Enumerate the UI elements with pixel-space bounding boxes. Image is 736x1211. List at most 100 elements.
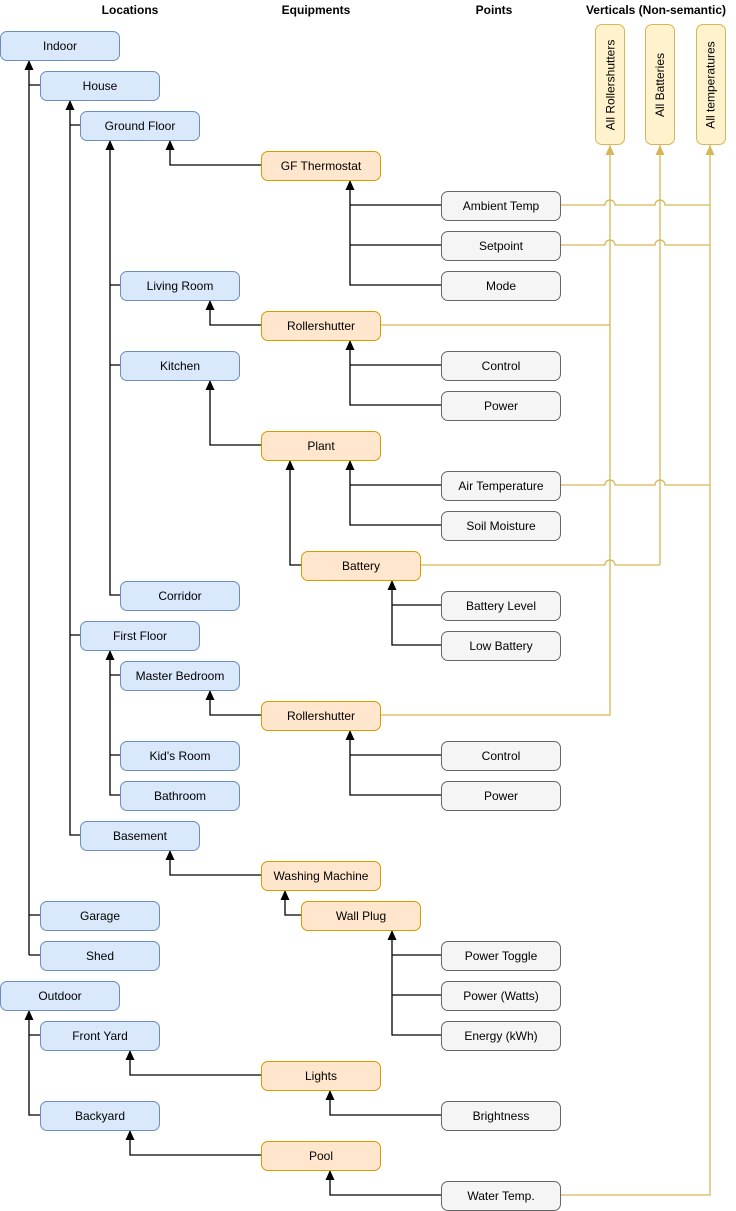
equipment-plant-label: Plant xyxy=(307,439,335,453)
equipment-rollershutter-living-label: Rollershutter xyxy=(286,319,356,333)
point-battery-level[interactable]: Battery Level xyxy=(441,591,561,621)
location-front-yard[interactable]: Front Yard xyxy=(40,1021,160,1051)
vertical-all-batteries[interactable]: All Batteries xyxy=(645,24,675,145)
point-power-watts[interactable]: Power (Watts) xyxy=(441,981,561,1011)
location-corridor[interactable]: Corridor xyxy=(120,581,240,611)
point-mode-label: Mode xyxy=(485,279,517,293)
vertical-line-rollershutters xyxy=(381,145,611,716)
equipment-lights-label: Lights xyxy=(304,1069,338,1083)
equipment-wall-plug[interactable]: Wall Plug xyxy=(301,901,421,931)
point-ambient-temp[interactable]: Ambient Temp xyxy=(441,191,561,221)
location-master-bedroom[interactable]: Master Bedroom xyxy=(120,661,240,691)
point-power-bedroom[interactable]: Power xyxy=(441,781,561,811)
equipment-wall-plug-label: Wall Plug xyxy=(335,909,387,923)
point-control-bedroom[interactable]: Control xyxy=(441,741,561,771)
location-indoor-label: Indoor xyxy=(42,39,78,53)
edge-outdoor-children xyxy=(28,1010,40,1116)
point-low-battery-label: Low Battery xyxy=(469,639,533,653)
vertical-join-air-temperature xyxy=(561,479,710,486)
equipment-pool[interactable]: Pool xyxy=(261,1141,381,1171)
point-brightness[interactable]: Brightness xyxy=(441,1101,561,1131)
equipment-rollershutter-bedroom[interactable]: Rollershutter xyxy=(261,701,381,731)
equipment-gf-thermostat[interactable]: GF Thermostat xyxy=(261,151,381,181)
location-backyard[interactable]: Backyard xyxy=(40,1101,160,1131)
point-control-living[interactable]: Control xyxy=(441,351,561,381)
location-kids-room[interactable]: Kid's Room xyxy=(120,741,240,771)
edge-rollershutter-living-points xyxy=(349,340,441,406)
vertical-all-temperatures-label: All temperatures xyxy=(704,40,718,129)
point-air-temperature[interactable]: Air Temperature xyxy=(441,471,561,501)
point-mode[interactable]: Mode xyxy=(441,271,561,301)
point-energy-kwh-label: Energy (kWh) xyxy=(464,1029,538,1043)
location-garage[interactable]: Garage xyxy=(40,901,160,931)
point-energy-kwh[interactable]: Energy (kWh) xyxy=(441,1021,561,1051)
arrowheads-yellow xyxy=(605,145,715,155)
vertical-all-rollershutters[interactable]: All Rollershutters xyxy=(595,24,625,145)
location-living-room[interactable]: Living Room xyxy=(120,271,240,301)
location-outdoor-label: Outdoor xyxy=(38,989,82,1003)
location-garage-label: Garage xyxy=(79,909,121,923)
edge-washingmachine-basement xyxy=(169,850,261,876)
point-soil-moisture-label: Soil Moisture xyxy=(466,519,536,533)
location-kitchen-label: Kitchen xyxy=(159,359,201,373)
edge-gfthermostat-points xyxy=(349,180,441,286)
equipment-lights[interactable]: Lights xyxy=(261,1061,381,1091)
location-ground-floor[interactable]: Ground Floor xyxy=(80,111,200,141)
edge-plant-points xyxy=(349,460,441,526)
column-header-verticals: Verticals (Non-semantic) xyxy=(585,3,727,17)
location-first-floor[interactable]: First Floor xyxy=(80,621,200,651)
point-power-toggle[interactable]: Power Toggle xyxy=(441,941,561,971)
column-header-equipments: Equipments xyxy=(281,3,351,17)
equipment-plant[interactable]: Plant xyxy=(261,431,381,461)
vertical-all-temperatures[interactable]: All temperatures xyxy=(696,24,726,145)
equipment-gf-thermostat-label: GF Thermostat xyxy=(280,159,362,173)
location-living-room-label: Living Room xyxy=(146,279,214,293)
point-water-temp-label: Water Temp. xyxy=(467,1189,535,1203)
point-power-living[interactable]: Power xyxy=(441,391,561,421)
location-kids-room-label: Kid's Room xyxy=(149,749,211,763)
equipment-rollershutter-living[interactable]: Rollershutter xyxy=(261,311,381,341)
location-house[interactable]: House xyxy=(40,71,160,101)
location-shed[interactable]: Shed xyxy=(40,941,160,971)
point-power-toggle-label: Power Toggle xyxy=(464,949,538,963)
edge-rollershutter-masterbedroom xyxy=(209,690,261,716)
location-bathroom-label: Bathroom xyxy=(153,789,207,803)
location-corridor-label: Corridor xyxy=(158,589,202,603)
vertical-join-ambient-temp xyxy=(561,199,710,206)
point-setpoint-label: Setpoint xyxy=(478,239,524,253)
point-control-bedroom-label: Control xyxy=(481,749,521,763)
point-soil-moisture[interactable]: Soil Moisture xyxy=(441,511,561,541)
location-kitchen[interactable]: Kitchen xyxy=(120,351,240,381)
equipment-washing-machine[interactable]: Washing Machine xyxy=(261,861,381,891)
point-setpoint[interactable]: Setpoint xyxy=(441,231,561,261)
location-master-bedroom-label: Master Bedroom xyxy=(135,669,225,683)
location-first-floor-label: First Floor xyxy=(113,629,167,643)
location-basement[interactable]: Basement xyxy=(80,821,200,851)
edge-firstfloor-children xyxy=(109,650,120,796)
point-low-battery[interactable]: Low Battery xyxy=(441,631,561,661)
vertical-all-batteries-label: All Batteries xyxy=(653,52,667,117)
equipment-battery[interactable]: Battery xyxy=(301,551,421,581)
point-ambient-temp-label: Ambient Temp xyxy=(462,199,540,213)
point-water-temp[interactable]: Water Temp. xyxy=(441,1181,561,1211)
point-power-watts-label: Power (Watts) xyxy=(463,989,539,1003)
edge-plant-kitchen xyxy=(209,380,261,446)
equipment-washing-machine-label: Washing Machine xyxy=(273,869,369,883)
location-outdoor[interactable]: Outdoor xyxy=(0,981,120,1011)
location-bathroom[interactable]: Bathroom xyxy=(120,781,240,811)
point-power-bedroom-label: Power xyxy=(483,789,518,803)
edge-rollershutter-bedroom-points xyxy=(349,730,441,796)
edge-indoor-children xyxy=(28,60,40,956)
edge-groundfloor-children xyxy=(109,140,120,596)
equipment-rollershutter-bedroom-label: Rollershutter xyxy=(286,709,356,723)
edge-lights-frontyard xyxy=(129,1050,261,1076)
edge-gfthermostat-groundfloor xyxy=(169,140,261,166)
location-indoor[interactable]: Indoor xyxy=(0,31,120,61)
edge-pool-backyard xyxy=(129,1130,261,1156)
edge-wallplug-points xyxy=(391,930,441,1036)
column-header-points: Points xyxy=(475,3,513,17)
edge-rollershutter-livingroom xyxy=(209,300,261,326)
edge-battery-points xyxy=(391,580,441,646)
